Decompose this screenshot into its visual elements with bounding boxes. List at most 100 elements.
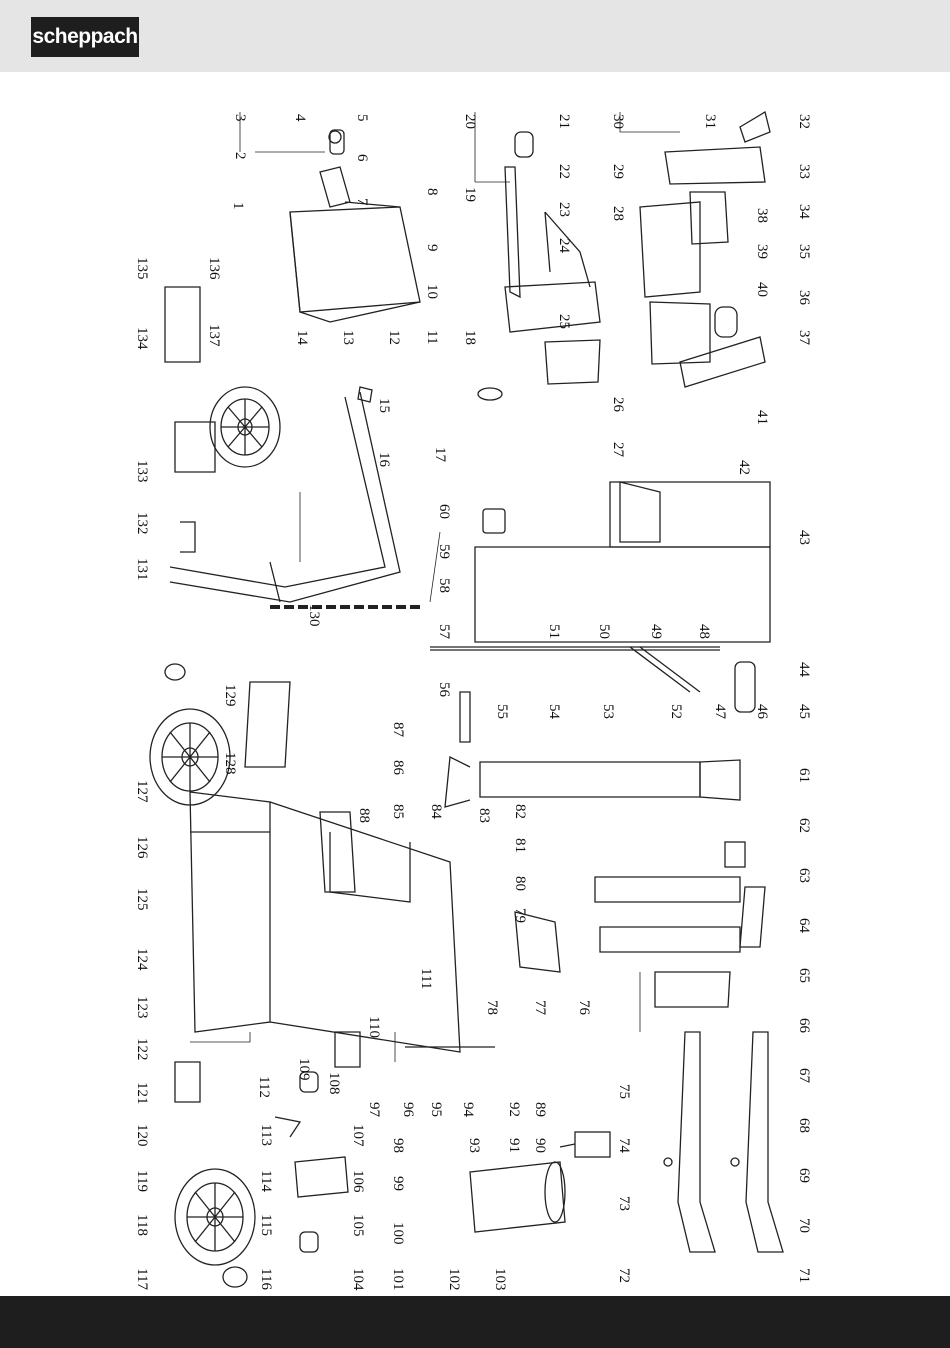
- part-label-62: 62: [796, 818, 812, 833]
- part-label-46: 46: [754, 704, 770, 720]
- part-label-25: 25: [556, 314, 572, 329]
- part-label-134: 134: [134, 327, 150, 350]
- part-label-78: 78: [484, 1000, 500, 1015]
- part-label-26: 26: [610, 397, 626, 413]
- part-label-110: 110: [366, 1016, 382, 1038]
- leg-drawing: [319, 811, 356, 893]
- part-label-96: 96: [400, 1102, 416, 1118]
- part-label-132: 132: [134, 512, 150, 535]
- part-label-87: 87: [390, 722, 406, 738]
- part-label-99: 99: [390, 1176, 406, 1191]
- part-label-63: 63: [796, 868, 812, 883]
- part-label-137: 137: [206, 324, 222, 347]
- part-label-32: 32: [796, 114, 812, 129]
- part-label-86: 86: [390, 760, 406, 776]
- part-label-44: 44: [796, 662, 812, 678]
- part-label-11: 11: [424, 330, 440, 344]
- wheel-lower-drawing: [149, 663, 256, 1288]
- pump-assembly-drawing: [274, 1031, 495, 1253]
- exploded-parts-diagram: 1 2 3 4 5 6 7 8 9 10 11 12 13 14 15 16 1…: [134, 110, 812, 1291]
- part-label-58: 58: [436, 578, 452, 593]
- part-label-83: 83: [476, 808, 492, 823]
- part-label-76: 76: [576, 1000, 592, 1016]
- part-label-20: 20: [462, 114, 478, 129]
- part-label-52: 52: [668, 704, 684, 719]
- part-label-95: 95: [428, 1102, 444, 1117]
- support-bar-drawing: [244, 681, 291, 768]
- wheel-upper-drawing: [209, 386, 281, 468]
- part-label-31: 31: [702, 114, 718, 129]
- part-label-133: 133: [134, 460, 150, 483]
- part-label-14: 14: [294, 330, 310, 346]
- part-label-114: 114: [258, 1170, 274, 1192]
- part-label-50: 50: [596, 624, 612, 639]
- part-label-82: 82: [512, 804, 528, 819]
- part-label-89: 89: [532, 1102, 548, 1117]
- part-label-131: 131: [134, 558, 150, 581]
- motor-drawing: [469, 1131, 611, 1233]
- part-label-17: 17: [432, 447, 448, 463]
- part-label-127: 127: [134, 780, 150, 803]
- part-label-123: 123: [134, 996, 150, 1019]
- rod-drawing: [430, 646, 720, 651]
- column-drawing: [474, 481, 771, 643]
- part-label-4: 4: [292, 114, 308, 122]
- part-label-39: 39: [754, 244, 770, 259]
- main-base-drawing: [189, 791, 461, 1053]
- part-label-97: 97: [366, 1102, 382, 1118]
- part-label-68: 68: [796, 1118, 812, 1133]
- part-label-40: 40: [754, 282, 770, 297]
- leader-lines: [190, 112, 680, 1062]
- part-label-119: 119: [134, 1170, 150, 1192]
- part-label-101: 101: [390, 1268, 406, 1291]
- part-label-90: 90: [532, 1138, 548, 1153]
- part-label-128: 128: [222, 752, 238, 775]
- wedge-drawing: [629, 646, 701, 693]
- part-label-27: 27: [610, 442, 626, 458]
- part-label-59: 59: [436, 544, 452, 559]
- part-label-43: 43: [796, 530, 812, 545]
- part-label-24: 24: [556, 238, 572, 254]
- base-frame-drawing: [289, 129, 421, 323]
- part-label-118: 118: [134, 1214, 150, 1236]
- part-label-60: 60: [436, 504, 452, 519]
- part-label-94: 94: [460, 1102, 476, 1118]
- hydraulic-cylinder-drawing: [444, 691, 741, 808]
- part-label-64: 64: [796, 918, 812, 934]
- part-label-122: 122: [134, 1038, 150, 1061]
- part-label-35: 35: [796, 244, 812, 259]
- part-label-38: 38: [754, 208, 770, 223]
- part-label-81: 81: [512, 838, 528, 853]
- handle-frame-drawing: [169, 386, 401, 603]
- arm-assembly-drawing: [477, 131, 601, 401]
- part-label-72: 72: [616, 1268, 632, 1283]
- part-label-51: 51: [546, 624, 562, 639]
- part-label-34: 34: [796, 204, 812, 220]
- part-label-65: 65: [796, 968, 812, 983]
- part-label-36: 36: [796, 290, 812, 306]
- part-label-126: 126: [134, 836, 150, 859]
- part-label-10: 10: [424, 284, 440, 299]
- part-label-115: 115: [258, 1214, 274, 1236]
- part-label-37: 37: [796, 330, 812, 346]
- part-label-12: 12: [386, 330, 402, 345]
- part-label-104: 104: [350, 1268, 366, 1291]
- part-label-56: 56: [436, 682, 452, 698]
- part-label-21: 21: [556, 114, 572, 129]
- legs-drawing: [663, 1031, 784, 1253]
- part-label-54: 54: [546, 704, 562, 720]
- part-label-103: 103: [492, 1268, 508, 1291]
- part-label-93: 93: [466, 1138, 482, 1153]
- part-label-28: 28: [610, 206, 626, 221]
- part-label-67: 67: [796, 1068, 812, 1084]
- part-label-124: 124: [134, 948, 150, 971]
- part-label-22: 22: [556, 164, 572, 179]
- footer-bar: [0, 1296, 950, 1348]
- part-label-117: 117: [134, 1268, 150, 1290]
- part-label-73: 73: [616, 1196, 632, 1211]
- bracket-assembly-drawing: [639, 110, 771, 388]
- part-label-69: 69: [796, 1168, 812, 1183]
- part-label-107: 107: [350, 1124, 366, 1147]
- part-label-136: 136: [206, 257, 222, 280]
- part-label-129: 129: [222, 684, 238, 707]
